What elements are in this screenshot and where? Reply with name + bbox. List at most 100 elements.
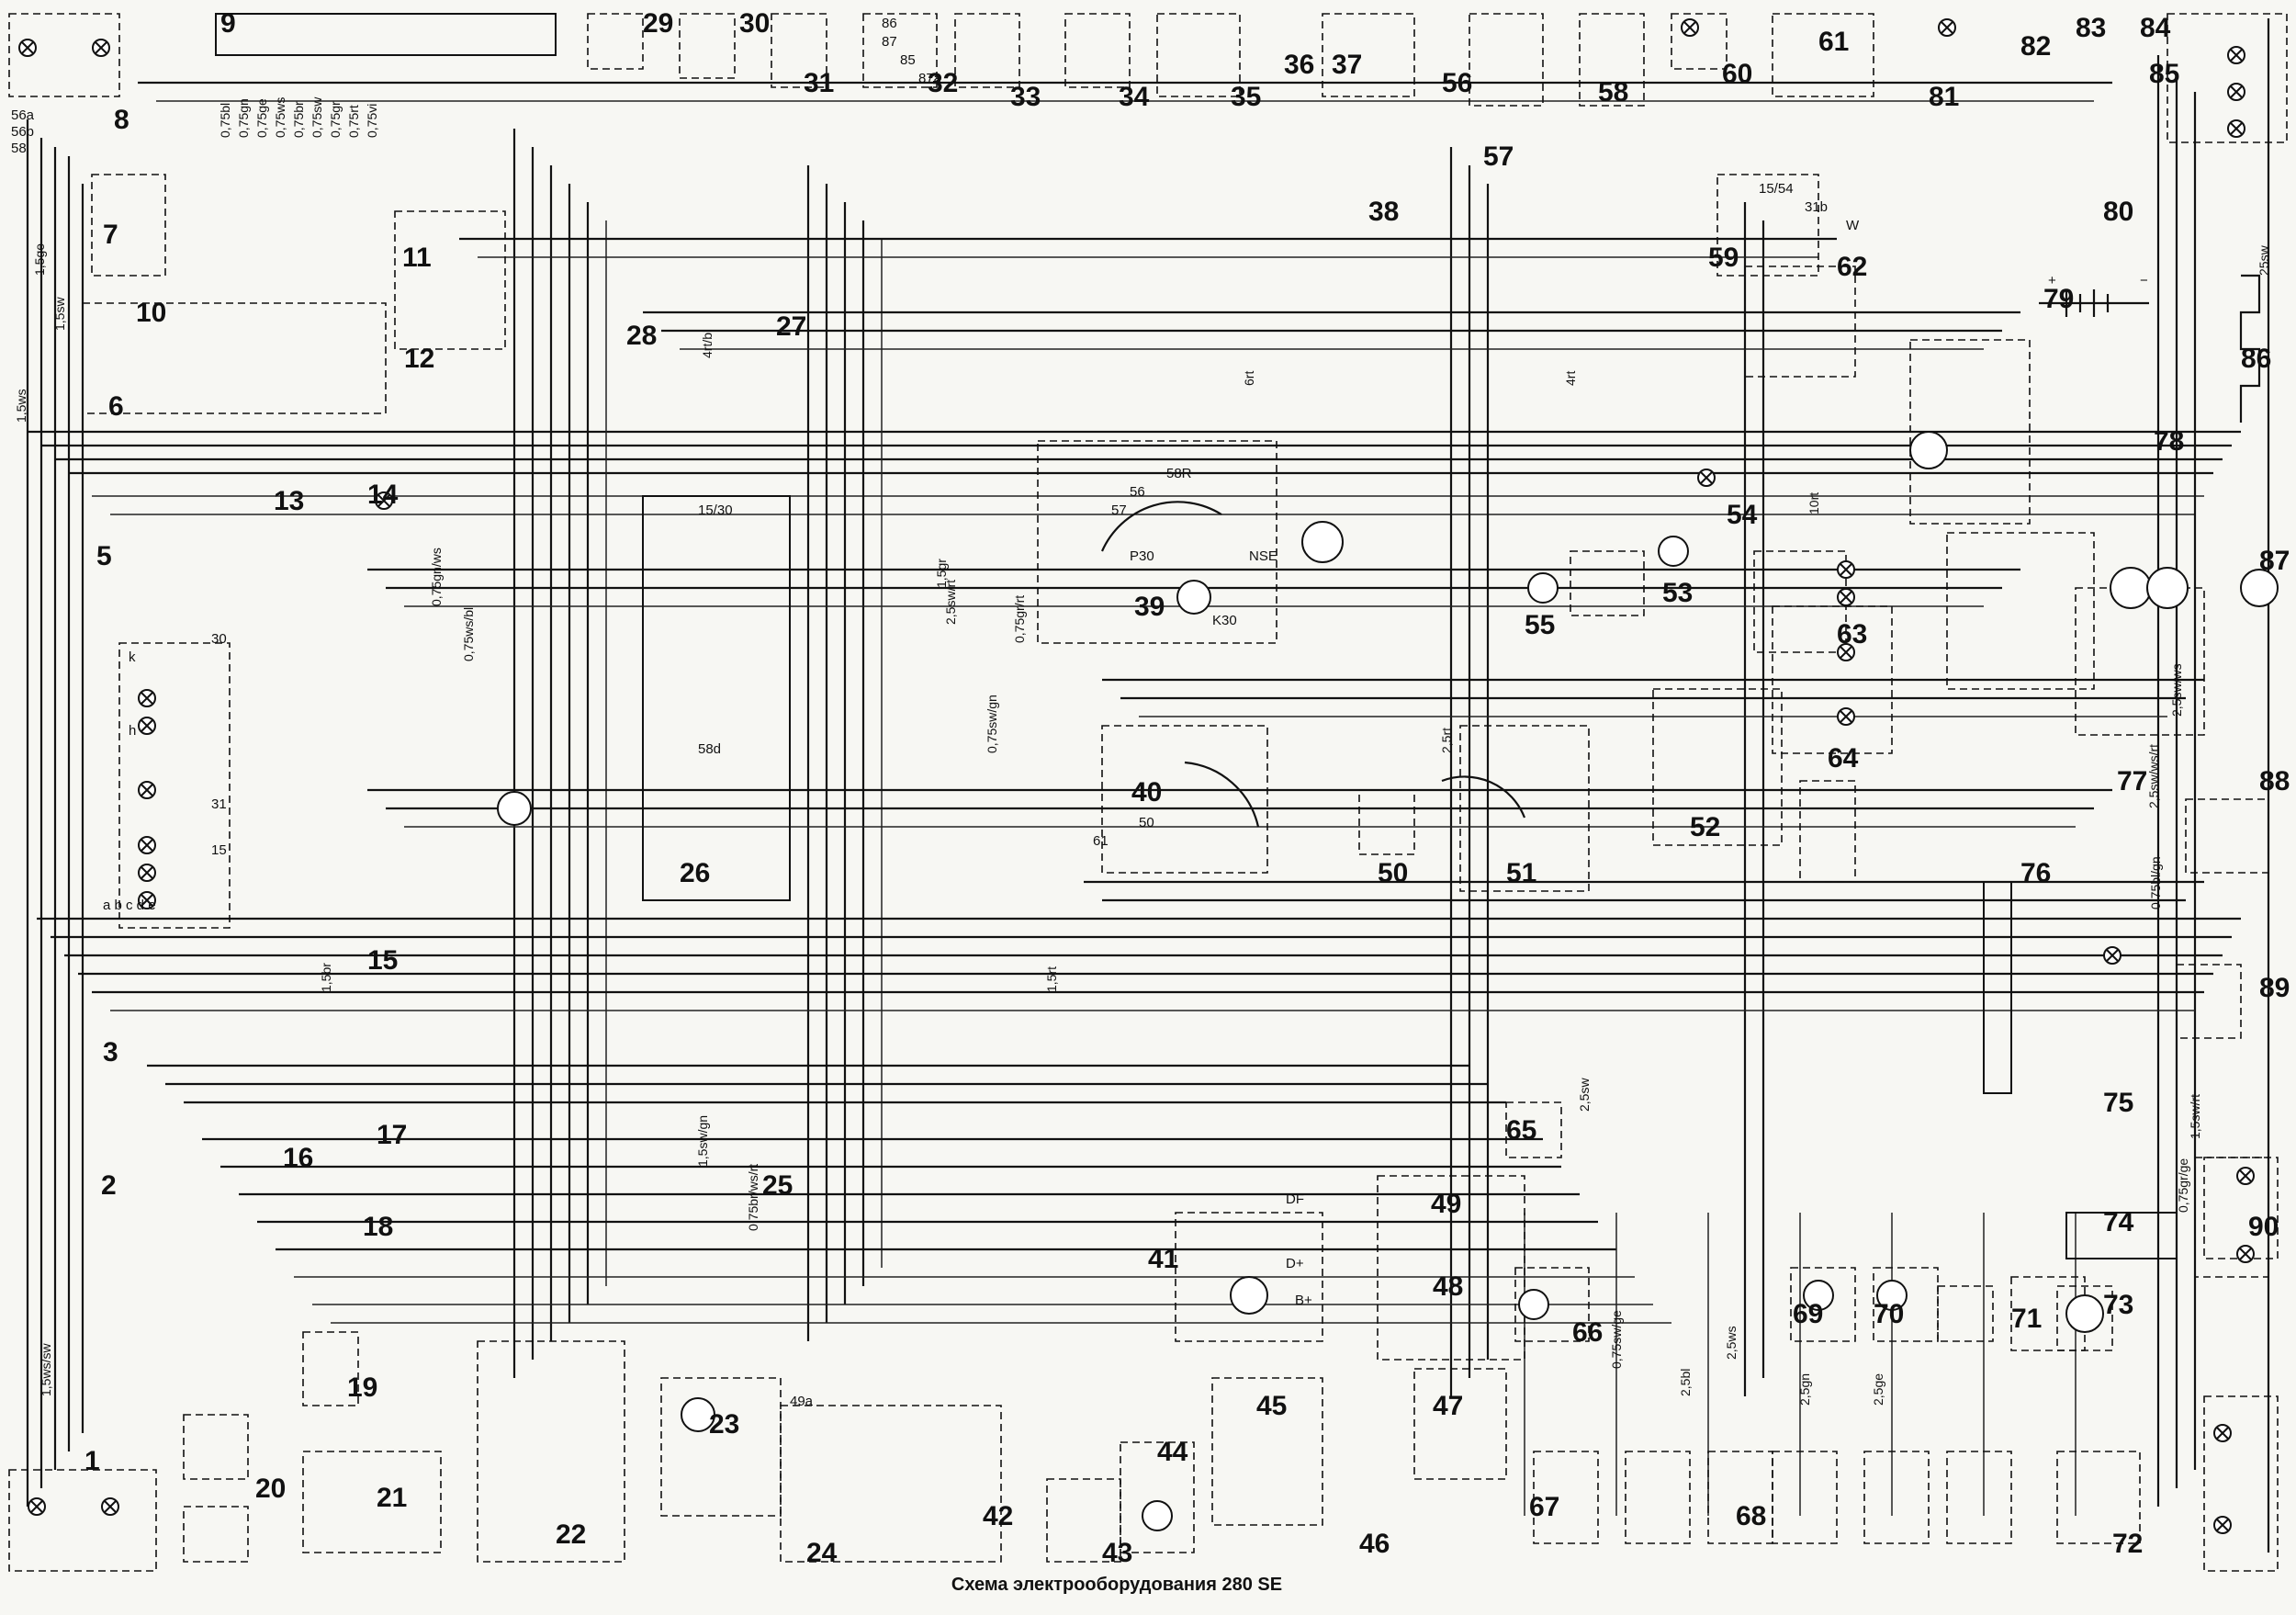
component-number: 43 bbox=[1102, 1538, 1132, 1568]
component-number: 69 bbox=[1793, 1299, 1823, 1329]
wire-label: 2,5sw bbox=[1577, 1078, 1592, 1112]
component-number: 45 bbox=[1256, 1391, 1287, 1421]
pin-label: + bbox=[2048, 273, 2056, 288]
wire-label: 0,75bl bbox=[218, 103, 232, 138]
component-number: 30 bbox=[739, 8, 770, 39]
component-number: 19 bbox=[347, 1372, 377, 1403]
pin-label: K30 bbox=[1212, 613, 1237, 628]
wire-label: 4rt bbox=[1563, 371, 1578, 386]
pin-label: 15/30 bbox=[698, 503, 733, 518]
component-number: 42 bbox=[983, 1501, 1013, 1531]
component-number: 70 bbox=[1874, 1299, 1904, 1329]
wire-label: 1,5sw bbox=[52, 297, 67, 331]
component-number: 14 bbox=[367, 480, 399, 510]
pin-label: 87 bbox=[882, 34, 897, 50]
pin-label: 30 bbox=[211, 631, 227, 647]
component-number: 35 bbox=[1231, 82, 1261, 112]
component-number: 83 bbox=[2076, 13, 2106, 43]
wire-label: 0,75ge bbox=[254, 98, 269, 138]
component-number: 27 bbox=[776, 311, 806, 342]
pin-label: D+ bbox=[1286, 1256, 1304, 1271]
wire-label: 0,75gr/rt bbox=[1012, 595, 1027, 643]
component-number: 8 bbox=[114, 105, 129, 135]
pin-labels: 56a 56b 58 30 15 31 86 87 85 87a 15/30 5… bbox=[11, 16, 2148, 1409]
component-number: 71 bbox=[2011, 1304, 2042, 1334]
wire-label: 1,5rt bbox=[1044, 966, 1059, 992]
wire-label: 25sw bbox=[2257, 244, 2271, 276]
wire-label: 0,75bl/gn bbox=[2148, 856, 2163, 909]
pin-label: 57 bbox=[1111, 503, 1127, 518]
caption-text: Схема электрооборудования 280 SE bbox=[951, 1575, 1283, 1595]
component-number: 5 bbox=[96, 541, 112, 571]
wire-label: 2,5sw/ws/rt bbox=[2146, 744, 2161, 808]
wire-label: 0,75gn/ws bbox=[429, 548, 444, 606]
component-number: 55 bbox=[1525, 610, 1555, 640]
component-number: 13 bbox=[274, 486, 304, 516]
component-number: 79 bbox=[2043, 284, 2074, 314]
component-number: 32 bbox=[928, 68, 958, 98]
component-number: 29 bbox=[643, 8, 673, 39]
component-number: 53 bbox=[1662, 578, 1693, 608]
pin-label: k bbox=[129, 649, 136, 665]
component-number: 66 bbox=[1572, 1317, 1603, 1348]
wire-label: 10rt bbox=[1806, 492, 1821, 514]
wire-label: 0,75br/ws/rt bbox=[746, 1164, 760, 1231]
battery-symbol bbox=[2039, 289, 2149, 317]
component-number: 17 bbox=[377, 1120, 407, 1150]
wire-label: 0,75ws/bl bbox=[461, 607, 476, 661]
component-number: 7 bbox=[103, 220, 118, 250]
component-housings bbox=[8, 13, 2288, 1572]
component-number: 44 bbox=[1157, 1437, 1188, 1467]
pin-label: 15 bbox=[211, 842, 227, 858]
wire-labels: 0,75bl 0,75gn 0,75ge 0,75ws 0,75br 0,75s… bbox=[14, 96, 2271, 1406]
component-number: 64 bbox=[1828, 743, 1859, 774]
pin-label: 56a bbox=[11, 107, 35, 123]
component-number: 58 bbox=[1598, 77, 1628, 107]
component-number: 65 bbox=[1506, 1115, 1536, 1146]
component-number: 89 bbox=[2259, 973, 2290, 1003]
component-number: 84 bbox=[2140, 13, 2171, 43]
pin-label: 56 bbox=[1130, 484, 1145, 500]
wire-label: 0,75sw/ge bbox=[1609, 1310, 1624, 1369]
wire-label: 2,5rt bbox=[1439, 728, 1454, 753]
component-number: 34 bbox=[1119, 82, 1150, 112]
component-number: 61 bbox=[1818, 27, 1849, 57]
component-number: 49 bbox=[1431, 1189, 1461, 1219]
component-number: 77 bbox=[2117, 766, 2147, 796]
component-number: 36 bbox=[1284, 50, 1314, 80]
pin-label: 58d bbox=[698, 741, 721, 757]
diagram-caption: Схема электрооборудования 280 SE bbox=[0, 1575, 2296, 1596]
pin-label: a b c d e bbox=[103, 898, 156, 913]
component-number: 10 bbox=[136, 298, 166, 328]
pin-label: P30 bbox=[1130, 548, 1154, 564]
component-number: 81 bbox=[1929, 82, 1959, 112]
pin-label: 87a bbox=[918, 71, 942, 86]
component-number: 38 bbox=[1368, 197, 1399, 227]
component-number: 57 bbox=[1483, 141, 1514, 172]
component-number: 11 bbox=[402, 243, 432, 273]
pin-label: 15/54 bbox=[1759, 181, 1794, 197]
component-number: 26 bbox=[680, 858, 710, 888]
pin-label: − bbox=[2140, 273, 2148, 288]
component-number: 24 bbox=[806, 1538, 838, 1568]
wire-label: 0,75br bbox=[291, 101, 306, 138]
component-number: 47 bbox=[1433, 1391, 1463, 1421]
wire-label: 2,5sw/rt bbox=[943, 580, 958, 625]
component-number: 2 bbox=[101, 1170, 117, 1201]
component-number: 54 bbox=[1727, 500, 1758, 530]
component-number: 48 bbox=[1433, 1271, 1463, 1302]
wire-label: 1,5gr bbox=[934, 559, 949, 588]
wire-label: 2,5bl bbox=[1678, 1369, 1693, 1396]
pin-label: 31b bbox=[1805, 199, 1828, 215]
lamp-symbols bbox=[18, 18, 2255, 1534]
component-number: 51 bbox=[1506, 858, 1536, 888]
wire-label: 1,5br bbox=[319, 963, 333, 992]
wire-label: 0,75sw bbox=[310, 96, 324, 138]
wire-label: 2,5gn bbox=[1797, 1373, 1812, 1406]
pin-label: NSE bbox=[1249, 548, 1277, 564]
component-number: 9 bbox=[220, 8, 236, 39]
component-number: 18 bbox=[363, 1212, 393, 1242]
wire-label: 1,5sw/rt bbox=[2188, 1094, 2202, 1139]
wire-bundle bbox=[26, 18, 2270, 1553]
